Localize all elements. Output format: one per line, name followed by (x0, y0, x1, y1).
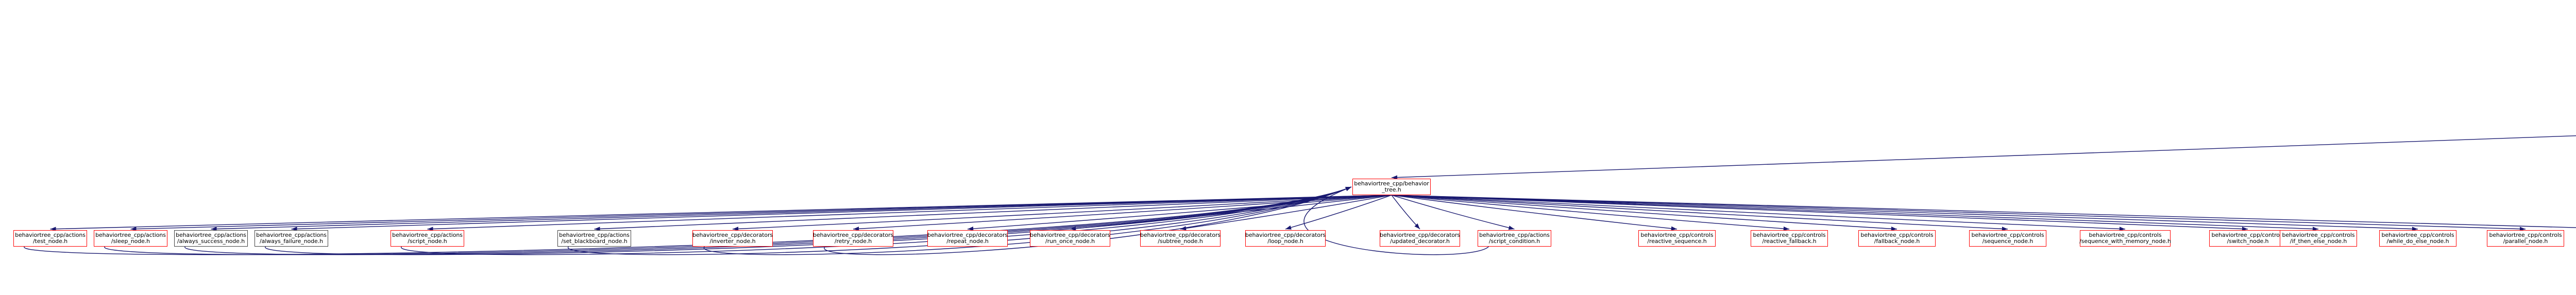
edge-n6-to-b11 (1180, 195, 1392, 231)
edge-n6-to-b02 (130, 195, 1392, 231)
edge-n6-to-b22 (1391, 195, 2418, 231)
edge-n6-to-b10 (1070, 195, 1392, 231)
edge-n6-to-b18 (1391, 195, 2008, 231)
edge-n6-to-b14 (1391, 195, 1515, 230)
edge-n6-to-b07 (732, 195, 1392, 231)
edge-n6-to-b03 (211, 195, 1392, 231)
edge-n6-to-b19 (1391, 195, 2126, 231)
graph-node-b10[interactable]: behaviortree_cpp/decorators /run_once_no… (1030, 230, 1110, 247)
edge-n6-to-b04 (291, 195, 1392, 231)
edge-n6-to-b24 (1391, 195, 2576, 229)
edge-n6-to-b21 (1391, 195, 2319, 231)
graph-node-b18[interactable]: behaviortree_cpp/controls /sequence_node… (1969, 230, 2046, 247)
edge-n6-to-b05 (427, 195, 1392, 231)
edge-n6-to-b23 (1391, 195, 2526, 231)
graph-node-b14[interactable]: behaviortree_cpp/actions /script_conditi… (1478, 230, 1551, 247)
graph-node-b23[interactable]: behaviortree_cpp/controls /parallel_node… (2487, 230, 2564, 247)
graph-node-b09[interactable]: behaviortree_cpp/decorators /repeat_node… (927, 230, 1008, 247)
graph-node-b20[interactable]: behaviortree_cpp/controls /switch_node.h (2209, 230, 2286, 247)
graph-node-b04[interactable]: behaviortree_cpp/actions /always_failure… (255, 230, 328, 247)
graph-node-b15[interactable]: behaviortree_cpp/controls /reactive_sequ… (1638, 230, 1716, 247)
edge-n6-to-b17 (1391, 195, 1897, 231)
edge-n5-to-n6 (1391, 136, 2576, 180)
graph-node-b22[interactable]: behaviortree_cpp/controls /while_do_else… (2379, 230, 2456, 247)
edge-n6-to-b09 (967, 195, 1392, 231)
graph-node-b08[interactable]: behaviortree_cpp/decorators /retry_node.… (813, 230, 893, 247)
graph-node-n6[interactable]: behaviortree_cpp/behavior _tree.h (1352, 179, 1431, 195)
graph-node-b02[interactable]: behaviortree_cpp/actions /sleep_node.h (94, 230, 167, 247)
edge-n6-to-b20 (1391, 195, 2248, 231)
graph-node-b11[interactable]: behaviortree_cpp/decorators /subtree_nod… (1140, 230, 1221, 247)
graph-node-b01[interactable]: behaviortree_cpp/actions /test_node.h (13, 230, 87, 247)
graph-node-b12[interactable]: behaviortree_cpp/decorators /loop_node.h (1245, 230, 1326, 247)
graph-node-b17[interactable]: behaviortree_cpp/controls /fallback_node… (1858, 230, 1936, 247)
graph-node-b16[interactable]: behaviortree_cpp/controls /reactive_fall… (1751, 230, 1828, 247)
edge-n6-to-b13 (1391, 195, 1420, 230)
edge-n6-to-b08 (853, 195, 1392, 231)
graph-node-b19[interactable]: behaviortree_cpp/controls /sequence_with… (2079, 230, 2171, 247)
edge-n6-to-b16 (1391, 195, 1790, 231)
edge-n6-to-b01 (50, 195, 1392, 231)
graph-node-b03[interactable]: behaviortree_cpp/actions /always_success… (174, 230, 248, 247)
graph-node-b05[interactable]: behaviortree_cpp/actions /script_node.h (391, 230, 464, 247)
graph-node-b21[interactable]: behaviortree_cpp/controls /if_then_else_… (2280, 230, 2357, 247)
graph-node-b07[interactable]: behaviortree_cpp/decorators /inverter_no… (692, 230, 773, 247)
edge-n6-to-b15 (1391, 195, 1677, 231)
edge-n6-to-b12 (1285, 195, 1392, 230)
graph-node-b13[interactable]: behaviortree_cpp/decorators /updated_dec… (1380, 230, 1460, 247)
edge-n6-to-b06 (594, 195, 1392, 231)
graph-node-b06[interactable]: behaviortree_cpp/actions /set_blackboard… (557, 230, 631, 247)
